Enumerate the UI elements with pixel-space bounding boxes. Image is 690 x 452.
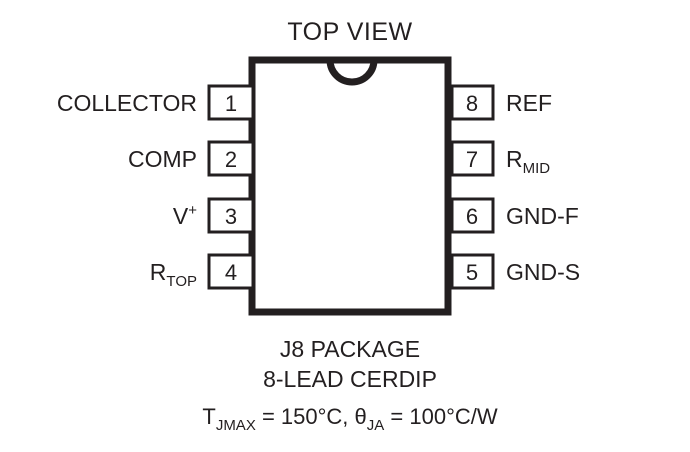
pin-label-2: COMP [128,146,197,172]
pin-row-4: 4 RTOP [150,253,255,290]
pin-row-7: 7 RMID [450,140,550,177]
package-name-line: J8 PACKAGE [280,336,420,362]
pin-box-8 [450,84,495,121]
pin-label-5: GND-S [506,259,580,285]
pin-box-6 [450,197,495,234]
pin-number-5: 5 [466,260,478,285]
page-title: TOP VIEW [287,18,412,46]
pin-row-5: 5 GND-S [450,253,580,290]
pin-box-7 [450,140,495,177]
pin-number-8: 8 [466,91,478,116]
pin-label-4: RTOP [150,259,197,290]
pin-number-3: 3 [225,204,237,229]
pin-box-5 [450,253,495,290]
pin-number-6: 6 [466,204,478,229]
pin-label-8: REF [506,90,552,116]
pin-box-2 [207,140,255,177]
pin-label-3: V+ [173,202,197,229]
pin-number-4: 4 [225,260,237,285]
package-type-line: 8-LEAD CERDIP [263,366,437,392]
pin-number-2: 2 [225,147,237,172]
pin-row-3: 3 V+ [173,197,255,234]
pin-row-2: 2 COMP [128,140,255,177]
pin-label-6: GND-F [506,203,579,229]
pin-row-1: 1 COLLECTOR [57,84,255,121]
pin-row-8: 8 REF [450,84,552,121]
pin-box-3 [207,197,255,234]
package-body [248,56,452,316]
pin-number-1: 1 [225,91,237,116]
pin-box-1 [207,84,255,121]
pin-number-7: 7 [466,147,478,172]
pin-row-6: 6 GND-F [450,197,579,234]
thermal-spec-line: TJMAX = 150°C, θJA = 100°C/W [202,404,498,434]
pin-box-4 [207,253,255,290]
orientation-notch-icon [326,56,378,86]
pin-label-7: RMID [506,146,550,177]
pin-label-1: COLLECTOR [57,90,197,116]
